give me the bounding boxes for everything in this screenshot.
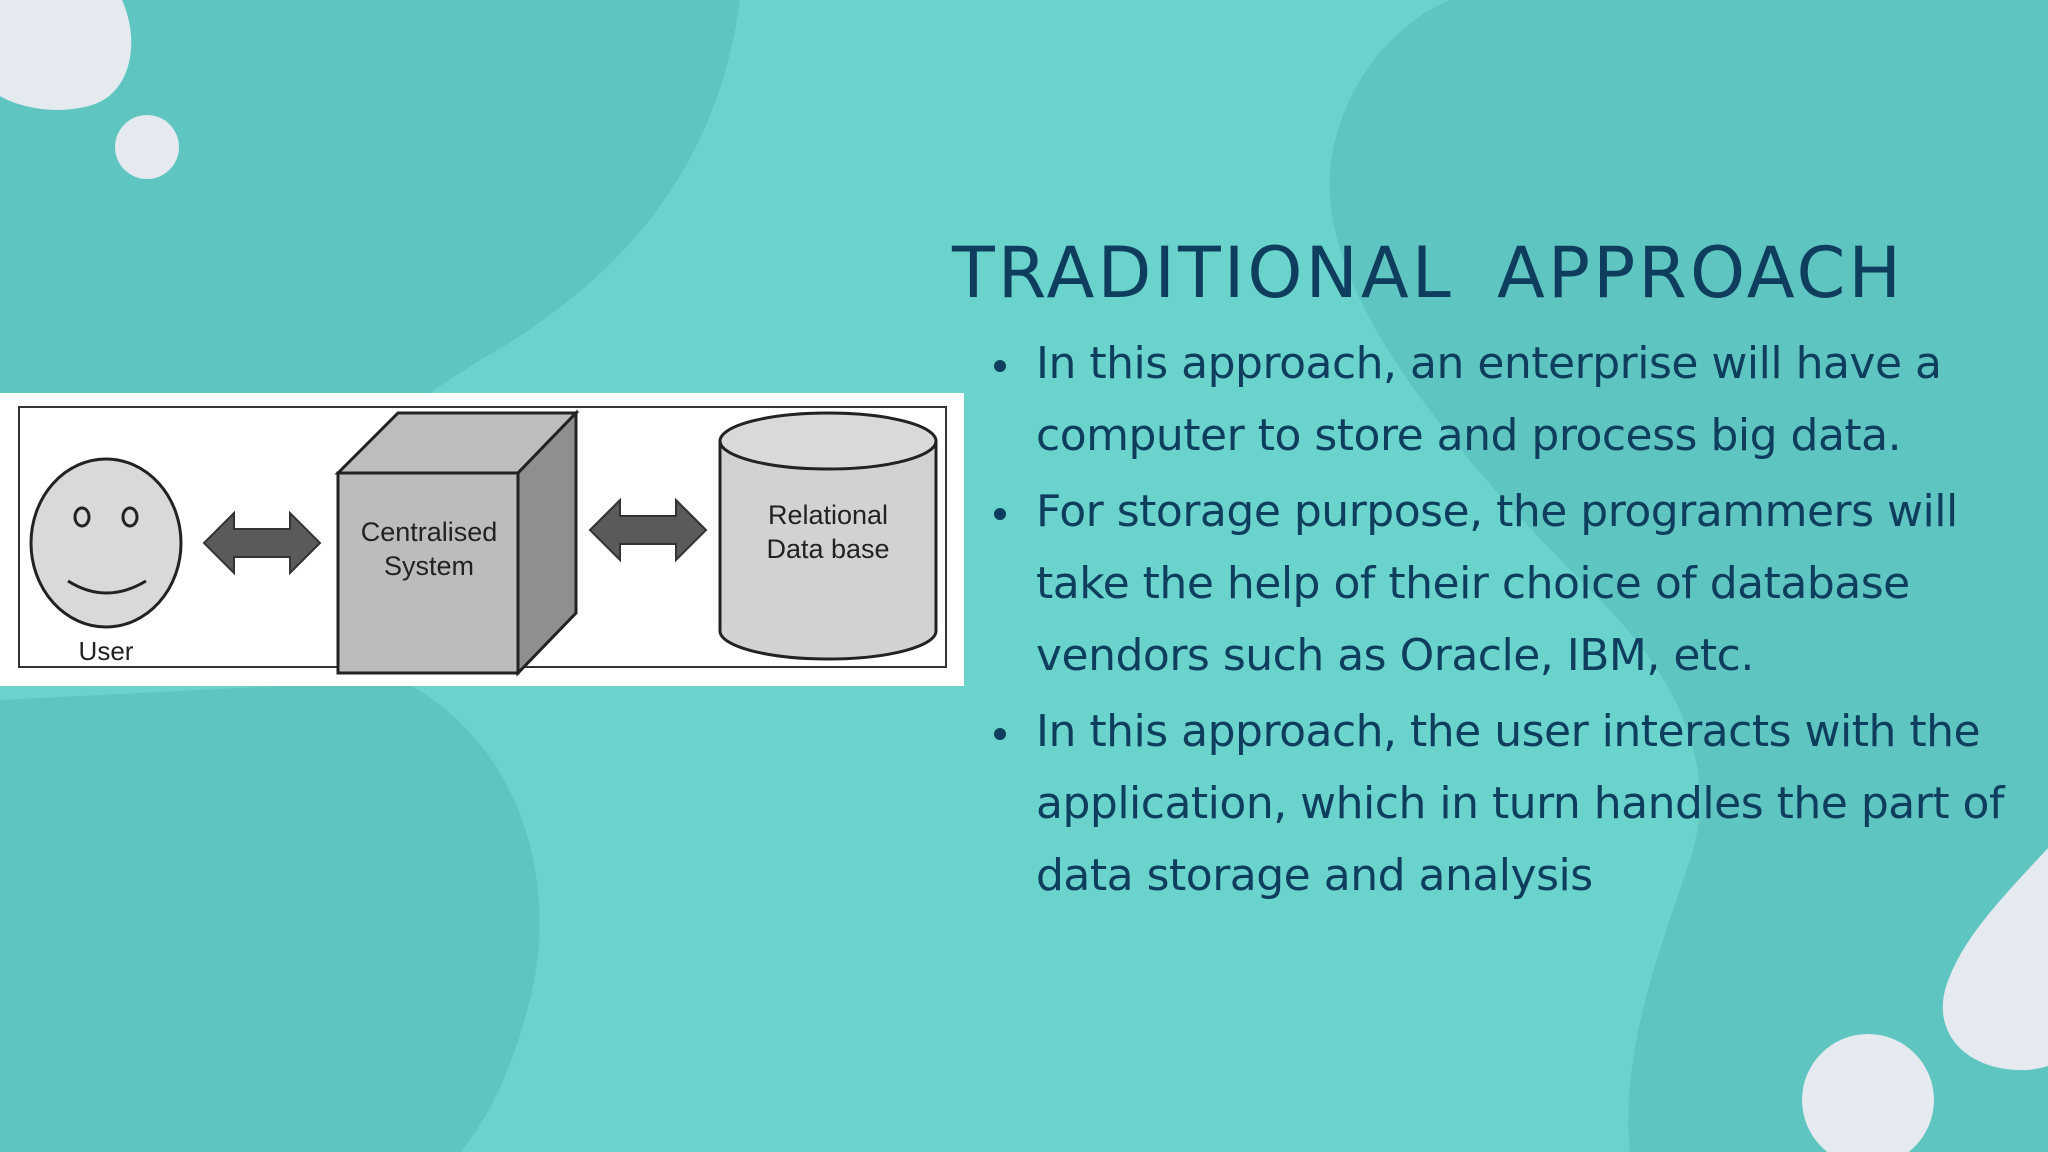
system-label-line1: Centralised <box>361 517 498 547</box>
bottom-left-blob <box>0 680 540 1152</box>
double-arrow-icon <box>202 510 322 576</box>
database-cylinder-icon <box>718 411 938 661</box>
bullet-dot <box>994 508 1006 520</box>
centralised-system-cube <box>334 409 580 677</box>
bullet-item: For storage purpose, the programmers wil… <box>994 476 2036 692</box>
architecture-diagram: User Centralised System Relational Data … <box>0 393 964 686</box>
db-label-line2: Data base <box>766 534 889 564</box>
bottom-right-light-shape <box>1942 848 2048 1071</box>
bullet-text: For storage purpose, the programmers wil… <box>1036 486 1958 681</box>
slide-title: TRADITIONAL APPROACH <box>952 232 1904 314</box>
bullet-text: In this approach, an enterprise will hav… <box>1036 338 1942 461</box>
bullet-dot <box>994 728 1006 740</box>
system-label-line2: System <box>384 551 474 581</box>
double-arrow-icon <box>588 497 708 563</box>
right-blob <box>1329 0 2048 1152</box>
bottom-right-circle <box>1802 1034 1934 1152</box>
bullet-list: In this approach, an enterprise will hav… <box>994 328 2036 916</box>
small-circle <box>115 115 179 179</box>
bullet-item: In this approach, the user interacts wit… <box>994 696 2036 912</box>
bullet-item: In this approach, an enterprise will hav… <box>994 328 2036 472</box>
top-left-light-shape <box>0 0 132 110</box>
user-label: User <box>79 636 134 666</box>
db-label-line1: Relational <box>768 500 888 530</box>
user-face-icon <box>29 457 183 629</box>
bullet-dot <box>994 360 1006 372</box>
bullet-text: In this approach, the user interacts wit… <box>1036 706 2004 901</box>
